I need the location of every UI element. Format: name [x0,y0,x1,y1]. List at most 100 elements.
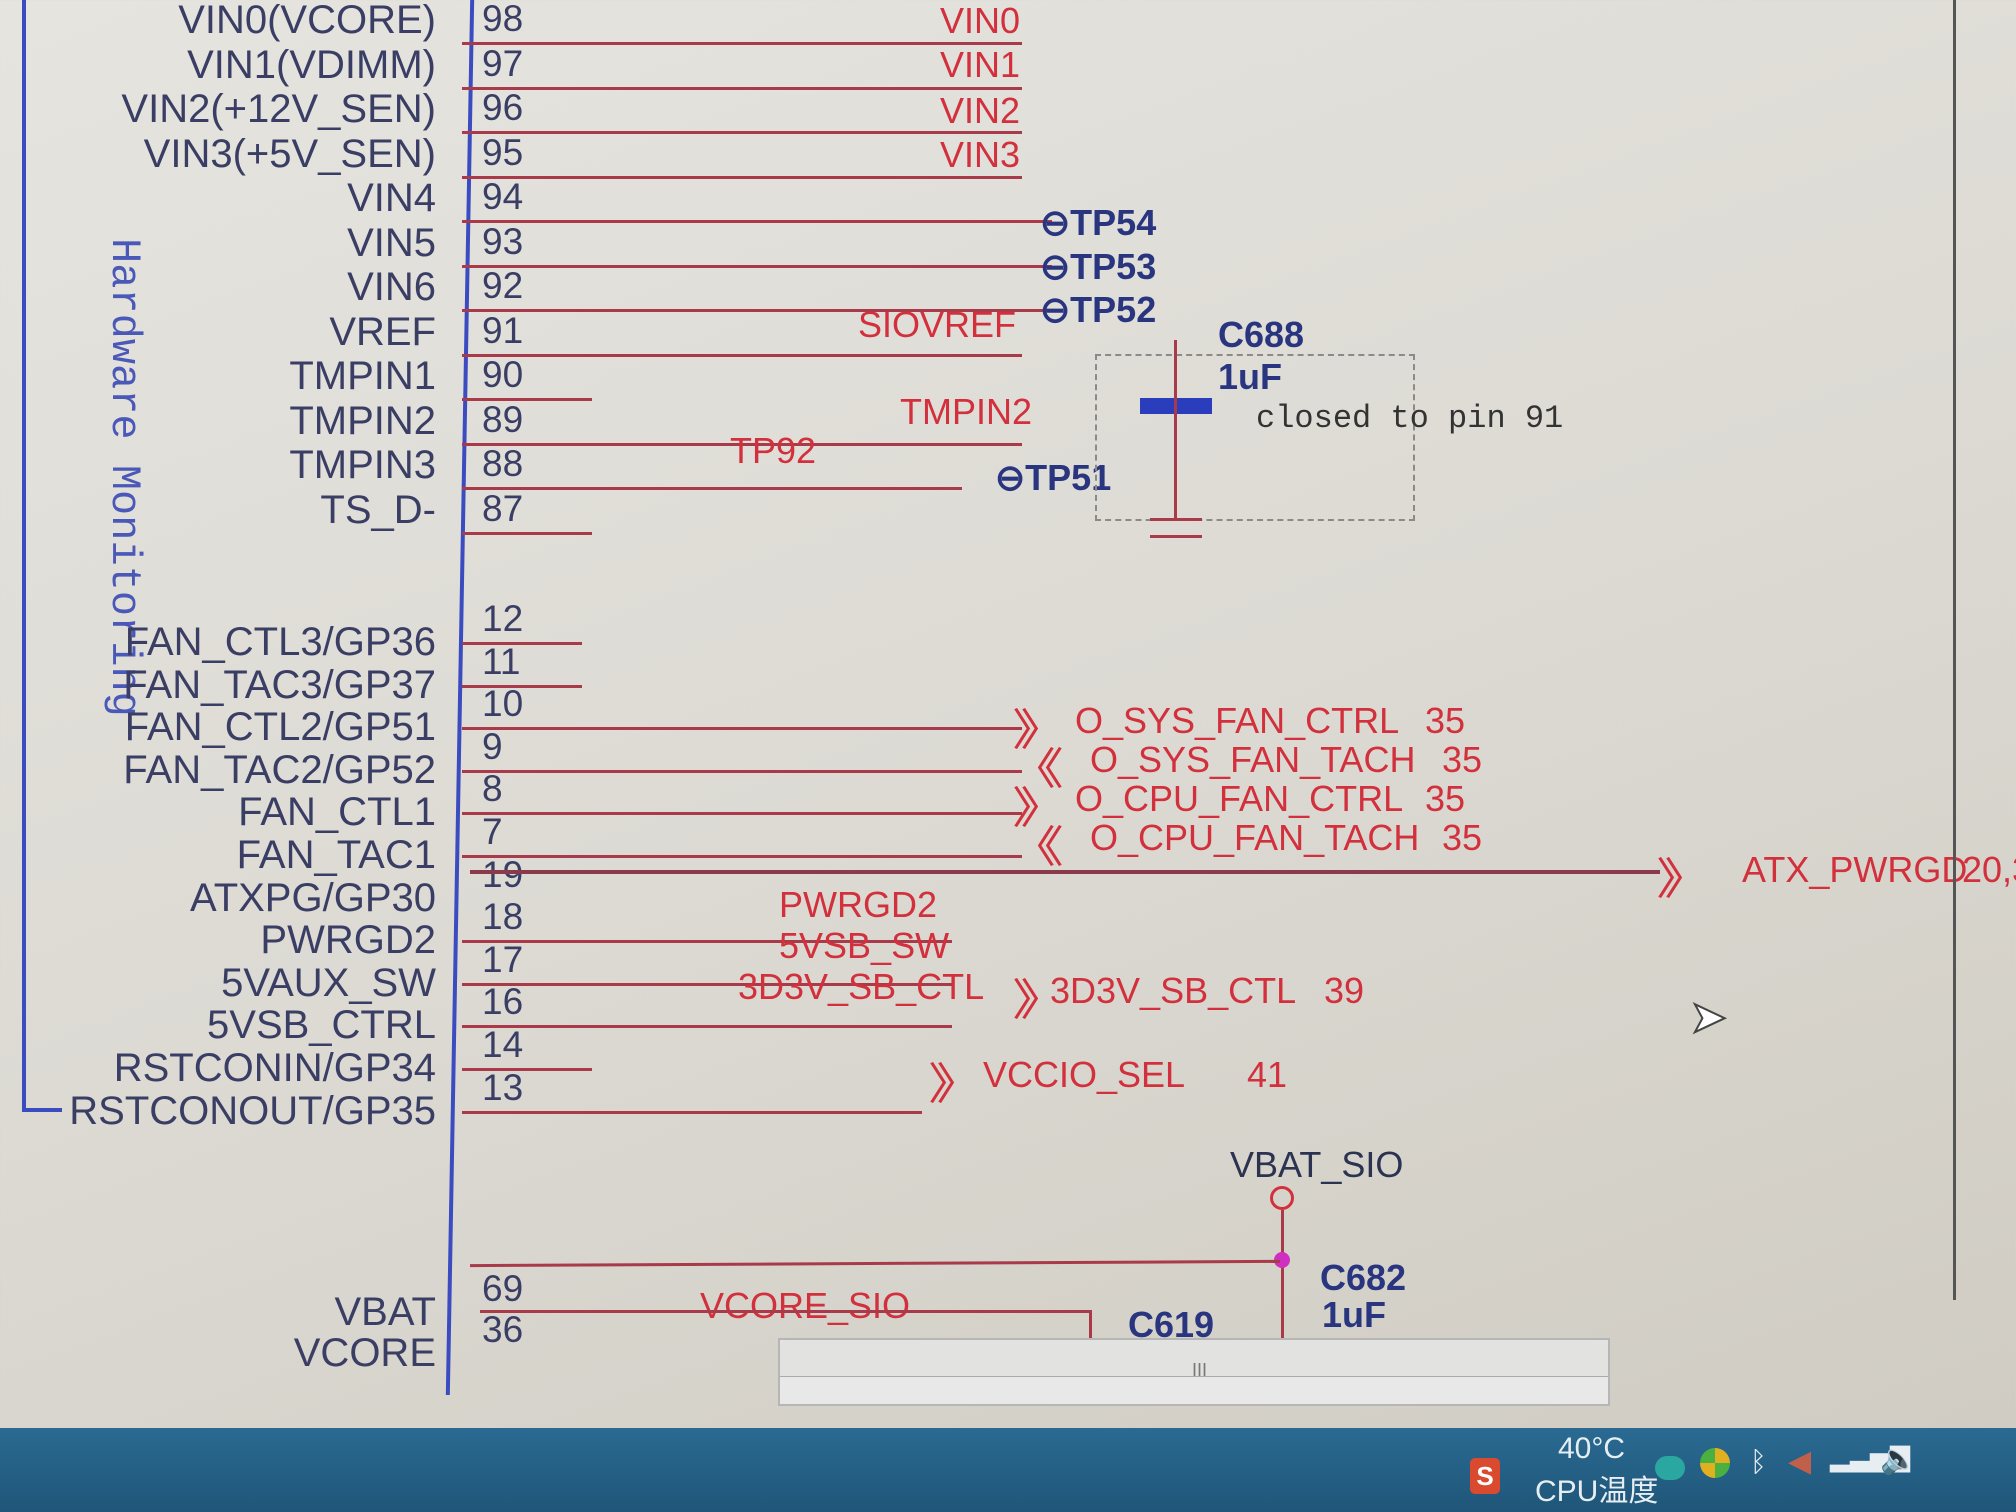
pin-number: 98 [482,0,524,39]
net-3d3v-sb-ctl-wire[interactable]: 3D3V_SB_CTL [738,966,985,1007]
wire-atx-pwrgd [470,870,1660,874]
net-5vsb-sw[interactable]: 5VSB_SW [779,925,950,966]
pin-number: 8 [482,768,503,810]
pin-number: 69 [482,1268,524,1309]
pin-label: FAN_CTL1 [238,790,436,835]
net-label-vin2[interactable]: VIN2 [940,90,1021,131]
net-atx-pwrgd[interactable]: ATX_PWRGD [1742,849,1968,890]
pin-wire[interactable] [462,487,962,490]
speaker-icon[interactable]: 🔈 [1880,1443,1918,1476]
pin-wire[interactable] [462,812,1022,816]
pin-number: 9 [482,725,503,767]
test-point-tp52[interactable]: ⊖TP52 [1040,289,1157,330]
net-vccio-sel[interactable]: VCCIO_SEL [983,1054,1186,1095]
pin-wire[interactable] [462,131,1022,134]
net-label-tmpin2[interactable]: TMPIN2 [900,391,1033,432]
component-body-edge [445,0,475,1395]
volume-muted-icon[interactable]: ◀ [1788,1445,1812,1478]
net-label-siovref[interactable]: SIOVREF [858,304,1017,345]
bluetooth-icon[interactable]: ᛒ [1750,1446,1767,1477]
page-ref[interactable]: 35 [1425,778,1466,819]
sogou-input-icon[interactable]: S [1470,1458,1500,1494]
pin-label: TMPIN3 [289,443,436,487]
pin-label: VIN3(+5V_SEN) [143,131,436,176]
pin-number: 97 [482,42,524,84]
net-pwrgd2[interactable]: PWRGD2 [779,884,938,925]
pin-wire[interactable] [462,940,952,944]
pin-label: 5VSB_CTRL [207,1003,436,1048]
page-ref[interactable]: 35 [1425,700,1466,741]
pin-label: VIN4 [347,176,436,220]
net-label-vin0[interactable]: VIN0 [940,0,1021,41]
capacitor-c688-ref[interactable]: C688 [1218,314,1305,355]
output-port-arrow-icon: 〉〉 [928,1060,980,1109]
net-label-tp92[interactable]: TP92 [730,430,817,471]
power-port-vbat-sio[interactable]: VBAT_SIO [1230,1144,1404,1185]
pin-wire[interactable] [462,309,1052,312]
test-point-tp54[interactable]: ⊖TP54 [1040,202,1157,243]
wire-vcore [480,1310,1092,1352]
page-ref[interactable]: 20,3 [1962,849,2016,890]
junction-dot [1274,1252,1290,1268]
pin-wire[interactable] [462,1068,592,1071]
net-3d3v-sb-ctl[interactable]: 3D3V_SB_CTL [1050,970,1297,1011]
pin-wire[interactable] [462,175,1022,179]
block-bracket-foot [22,1108,62,1112]
net-cpu-fan-ctrl[interactable]: O_CPU_FAN_CTRL [1075,778,1404,819]
security-icon[interactable] [1700,1448,1730,1478]
pin-label: VREF [329,309,436,354]
pin-number: 92 [482,265,524,306]
pin-wire[interactable] [462,86,1022,90]
pin-wire[interactable] [462,42,1022,45]
wire-vbat-pin [469,1259,1281,1268]
output-port-arrow-icon: 〉〉 [1656,855,1708,904]
pin-number: 90 [482,354,524,395]
net-label-vin3[interactable]: VIN3 [940,134,1021,175]
pin-wire[interactable] [462,398,592,401]
pin-wire[interactable] [462,982,952,986]
test-point-tp51[interactable]: ⊖TP51 [995,457,1112,498]
signal-strength-icon[interactable]: ▂▃▅▇ [1830,1442,1910,1472]
capacitor-group-box [1095,354,1415,521]
test-point-tp53[interactable]: ⊖TP53 [1040,246,1157,287]
pin-wire[interactable] [462,769,1022,773]
page-ref[interactable]: 39 [1324,970,1365,1011]
pin-wire[interactable] [462,855,1022,858]
pin-wire[interactable] [462,442,1022,446]
pin-wire[interactable] [462,1110,922,1114]
pin-wire[interactable] [462,264,1052,268]
pin-label: VCORE [293,1331,436,1375]
pin-number: 10 [482,683,524,725]
cpu-temp-value[interactable]: 40°C [1558,1432,1626,1465]
block-bracket [22,0,26,1110]
net-label-vin1[interactable]: VIN1 [940,44,1021,85]
page-ref[interactable]: 41 [1247,1054,1288,1095]
net-vcore-sio[interactable]: VCORE_SIO [700,1285,911,1326]
pin-label: VIN5 [347,220,436,265]
capacitor-c688-value: 1uF [1218,356,1283,397]
cloud-icon[interactable] [1655,1456,1685,1480]
page-ref[interactable]: 35 [1442,817,1483,858]
pin-number: 11 [482,640,521,682]
pin-wire[interactable] [462,1025,952,1029]
horizontal-scrollbar[interactable]: III [778,1338,1610,1406]
net-sys-fan-ctrl[interactable]: O_SYS_FAN_CTRL [1075,700,1400,741]
cpu-temp-label[interactable]: CPU温度 [1535,1475,1659,1508]
pin-wire[interactable] [462,727,1022,731]
scrollbar-thumb[interactable] [780,1376,1608,1404]
net-cpu-fan-tach[interactable]: O_CPU_FAN_TACH [1090,817,1420,858]
pin-wire[interactable] [462,642,582,645]
scrollbar-grip-icon: III [1192,1360,1208,1380]
pin-wire[interactable] [462,220,1052,223]
pin-number: 89 [482,398,524,440]
net-sys-fan-tach[interactable]: O_SYS_FAN_TACH [1090,739,1416,780]
pin-label: TMPIN1 [289,354,436,398]
pin-wire[interactable] [462,684,582,688]
pin-number: 12 [482,598,524,639]
page-ref[interactable]: 35 [1442,739,1483,780]
pin-wire[interactable] [462,531,592,535]
pin-label: PWRGD2 [260,918,436,963]
pin-wire[interactable] [462,353,1022,357]
capacitor-c682-ref[interactable]: C682 [1320,1257,1407,1298]
pin-label: VIN6 [347,265,436,309]
